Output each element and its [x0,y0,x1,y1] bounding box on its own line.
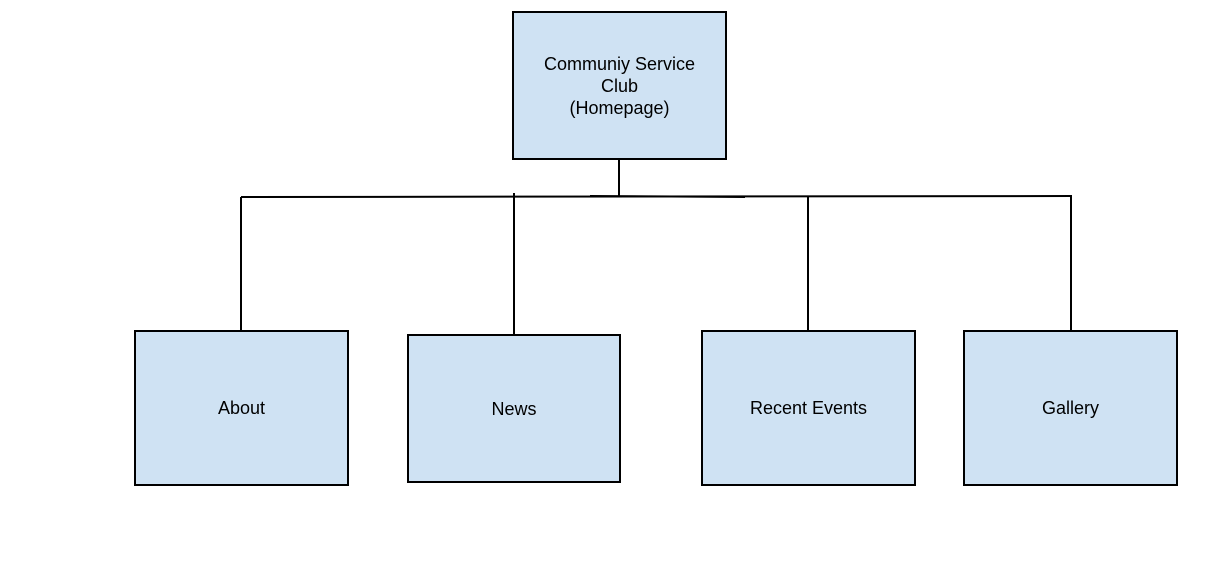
about-node-label: About [217,398,266,418]
about-node: About [134,330,349,486]
bus-overlap-line [589,195,746,198]
homepage-label-line2: Club [600,75,638,96]
homepage-node-label: Communiy Service Club (Homepage) [544,53,695,119]
news-node-label: News [491,398,537,419]
homepage-label-line3: (Homepage) [569,97,670,118]
gallery-node: Gallery [963,330,1178,486]
recent-events-node: Recent Events [701,330,916,486]
homepage-label-line1: Communiy Service [543,53,696,74]
homepage-node: Communiy Service Club (Homepage) [512,11,727,160]
news-node: News [407,334,621,483]
gallery-node-label: Gallery [1041,398,1099,418]
recent-events-node-label: Recent Events [749,398,868,418]
